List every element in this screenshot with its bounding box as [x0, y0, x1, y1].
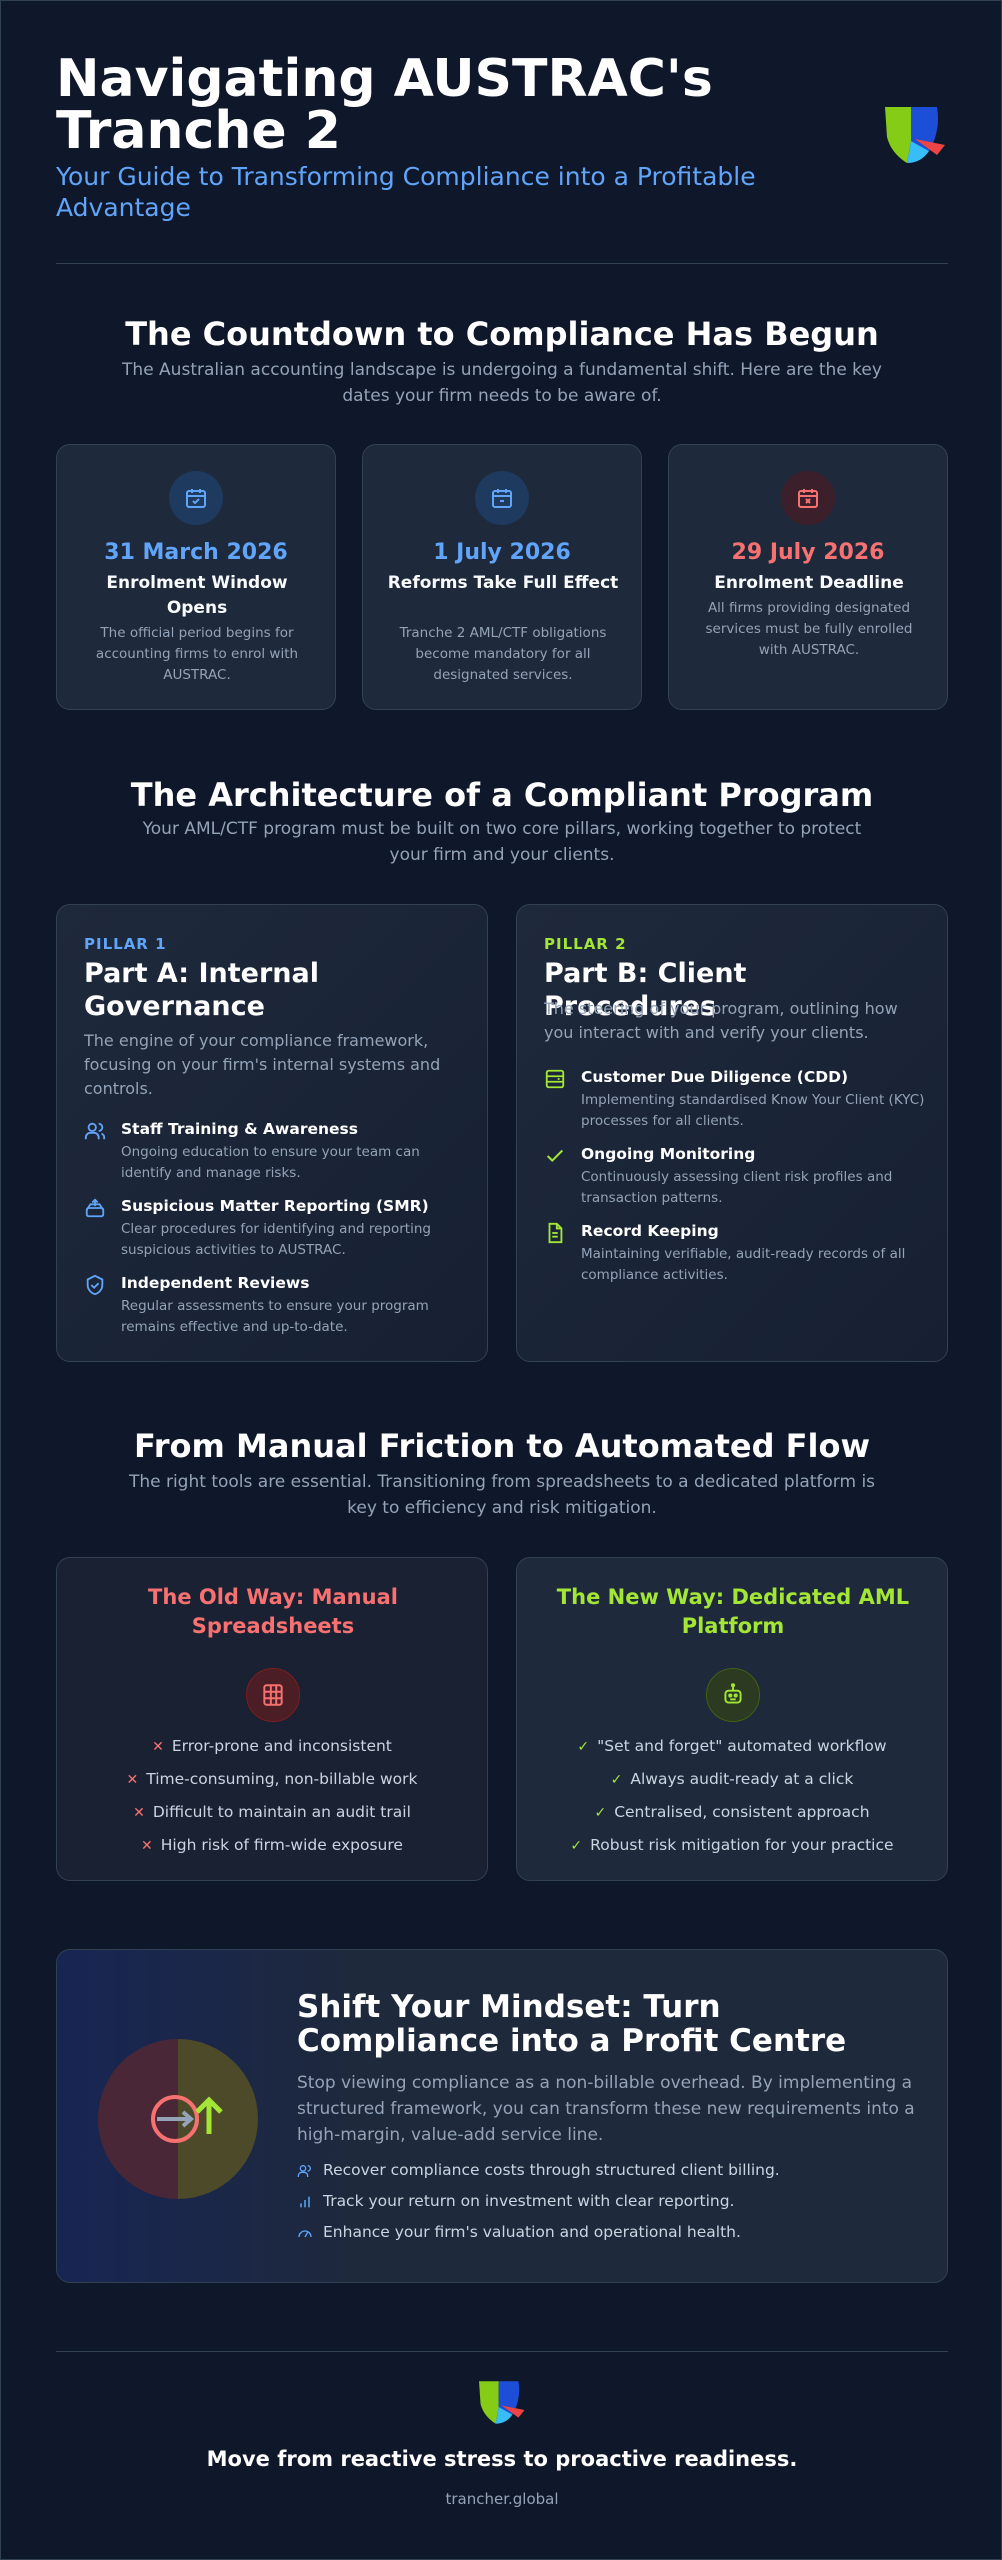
page-title: Navigating AUSTRAC's Tranche 2 [56, 49, 713, 161]
report-tray-icon [85, 1198, 105, 1218]
check-icon [546, 1149, 564, 1163]
pillar-card: PILLAR 2 Part B: Client Procedures The s… [516, 904, 948, 1362]
date-card: 29 July 2026 Enrolment Deadline All firm… [668, 444, 948, 710]
gauge-icon [298, 2230, 312, 2238]
date-value: 31 March 2026 [104, 540, 288, 565]
list-item: ✓Robust risk mitigation for your practic… [570, 1836, 894, 1854]
page-subtitle: Your Guide to Transforming Compliance in… [56, 162, 756, 222]
mindset-title: Shift Your Mindset: Turn Compliance into… [297, 1989, 847, 2059]
calendar-icon [475, 471, 529, 525]
users-icon [297, 2165, 311, 2177]
pillar-item-desc: Clear procedures for identifying and rep… [121, 1221, 431, 1258]
shield-logo-icon [885, 107, 945, 163]
shield-logo-icon [479, 2381, 525, 2424]
pillar-item: Suspicious Matter Reporting (SMR) Clear … [84, 1197, 469, 1258]
bar-chart-icon [300, 2196, 310, 2208]
pillar-item-title: Record Keeping [581, 1222, 719, 1240]
list-item: ✕Error-prone and inconsistent [152, 1737, 392, 1755]
robot-icon [706, 1668, 760, 1722]
divider [56, 263, 948, 264]
date-value: 1 July 2026 [433, 540, 571, 565]
pillar-item: Staff Training & Awareness Ongoing educa… [84, 1120, 469, 1181]
pillar-title: Part A: Internal Governance [84, 958, 319, 1022]
pillar-item-desc: Continuously assessing client risk profi… [581, 1169, 893, 1206]
countdown-subtitle: The Australian accounting landscape is u… [122, 360, 882, 406]
pillar-description: The engine of your compliance framework,… [84, 1031, 441, 1098]
list-item: ✕Difficult to maintain an audit trail [133, 1803, 411, 1821]
mindset-item: Recover compliance costs through structu… [297, 2161, 917, 2183]
countdown-title: The Countdown to Compliance Has Begun [125, 315, 879, 353]
pillar-kicker: PILLAR 2 [544, 935, 627, 953]
pillar-card: PILLAR 1 Part A: Internal Governance The… [56, 904, 488, 1362]
date-card: 31 March 2026 Enrolment Window Opens The… [56, 444, 336, 710]
pillar-item-desc: Ongoing education to ensure your team ca… [121, 1144, 420, 1181]
divider [56, 2351, 948, 2352]
footer-url[interactable]: trancher.global [445, 2490, 559, 2508]
list-item: ✓Centralised, consistent approach [594, 1803, 870, 1821]
pillar-item-title: Customer Due Diligence (CDD) [581, 1068, 849, 1086]
mindset-item-text: Track your return on investment with cle… [323, 2192, 735, 2210]
date-description: The official period begins for accountin… [95, 625, 299, 683]
date-value: 29 July 2026 [731, 540, 885, 565]
pillar-item-desc: Maintaining verifiable, audit-ready reco… [581, 1246, 906, 1283]
pillar-item: Independent Reviews Regular assessments … [84, 1274, 469, 1335]
arrows-transform-icon [98, 2039, 258, 2199]
new-way-list: ✓"Set and forget" automated workflow ✓Al… [517, 1730, 947, 1862]
list-item: ✕High risk of firm-wide exposure [141, 1836, 403, 1854]
spreadsheet-icon [246, 1668, 300, 1722]
flow-title: From Manual Friction to Automated Flow [133, 1427, 871, 1465]
pillar-title: Part B: Client Procedures [544, 958, 747, 1022]
mindset-item: Track your return on investment with cle… [297, 2192, 917, 2214]
new-way-card: The New Way: Dedicated AML Platform ✓"Se… [516, 1557, 948, 1881]
mindset-card: Shift Your Mindset: Turn Compliance into… [56, 1949, 948, 2283]
pillar-item: Ongoing Monitoring Continuously assessin… [544, 1145, 929, 1206]
shield-check-icon [86, 1274, 104, 1296]
pillar-item-title: Independent Reviews [121, 1274, 310, 1292]
footer-tagline: Move from reactive stress to proactive r… [206, 2447, 798, 2471]
mindset-description: Stop viewing compliance as a non-billabl… [297, 2073, 915, 2145]
pillar-item: Record Keeping Maintaining verifiable, a… [544, 1222, 929, 1283]
date-card: 1 July 2026 Reforms Take Full Effect Tra… [362, 444, 642, 710]
calendar-x-icon [781, 471, 835, 525]
old-way-list: ✕Error-prone and inconsistent ✕Time-cons… [57, 1730, 487, 1862]
pillar-item-desc: Regular assessments to ensure your progr… [121, 1298, 429, 1335]
mindset-item-text: Enhance your firm's valuation and operat… [323, 2223, 741, 2241]
mindset-item: Enhance your firm's valuation and operat… [297, 2223, 917, 2245]
architecture-subtitle: Your AML/CTF program must be built on tw… [142, 819, 862, 865]
new-way-title: The New Way: Dedicated AML Platform [556, 1585, 910, 1638]
pillar-item-title: Staff Training & Awareness [121, 1120, 358, 1138]
date-label: Enrolment Deadline [714, 573, 904, 593]
date-label: Reforms Take Full Effect [387, 573, 619, 593]
list-item: ✓Always audit-ready at a click [610, 1770, 854, 1788]
mindset-item-text: Recover compliance costs through structu… [323, 2161, 780, 2179]
flow-subtitle: The right tools are essential. Transitio… [128, 1472, 876, 1518]
pillar-description: The steering of your program, outlining … [544, 999, 898, 1042]
date-description: Tranche 2 AML/CTF obligations become man… [399, 625, 607, 683]
date-label: Enrolment Window Opens [106, 573, 288, 618]
list-item: ✕Time-consuming, non-billable work [126, 1770, 418, 1788]
architecture-title: The Architecture of a Compliant Program [130, 776, 874, 814]
document-icon [548, 1222, 563, 1244]
list-item: ✓"Set and forget" automated workflow [577, 1737, 887, 1755]
pillar-item-desc: Implementing standardised Know Your Clie… [581, 1092, 925, 1129]
id-card-icon [545, 1069, 565, 1089]
old-way-title: The Old Way: Manual Spreadsheets [148, 1585, 398, 1638]
pillar-item-title: Ongoing Monitoring [581, 1145, 756, 1163]
pillar-kicker: PILLAR 1 [84, 935, 167, 953]
old-way-card: The Old Way: Manual Spreadsheets ✕Error-… [56, 1557, 488, 1881]
pillar-item-title: Suspicious Matter Reporting (SMR) [121, 1197, 429, 1215]
calendar-check-icon [169, 471, 223, 525]
pillar-item: Customer Due Diligence (CDD) Implementin… [544, 1068, 929, 1129]
users-icon [84, 1122, 106, 1140]
date-description: All firms providing designated services … [705, 600, 913, 658]
